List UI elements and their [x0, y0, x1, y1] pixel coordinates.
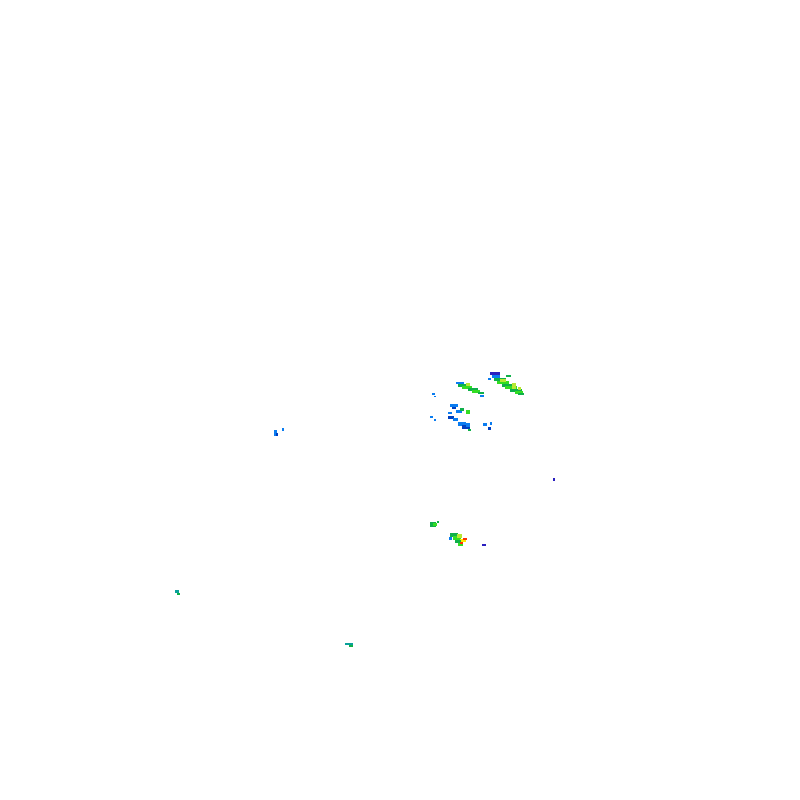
echo-cell-west-small — [274, 428, 284, 436]
echo-speck-light — [432, 393, 435, 395]
echo-speck-light — [466, 423, 470, 427]
echo-point-east — [553, 478, 555, 481]
echo-speck-light — [434, 396, 436, 397]
echo-speck-moderateBright — [458, 543, 463, 546]
echo-speck-moderate — [506, 375, 511, 377]
echo-speck-heavy — [512, 383, 516, 389]
echo-speck-moderateBright — [497, 381, 509, 384]
echo-speck-light — [480, 395, 484, 397]
echo-speck-lightDark — [276, 433, 278, 436]
echo-speck-light — [434, 419, 436, 421]
echo-speck-lightDark — [488, 427, 491, 430]
echo-cluster-northeast-band — [456, 382, 484, 397]
echo-speck-severe — [460, 542, 463, 544]
echo-speck-trace — [345, 643, 353, 645]
echo-speck-light — [492, 375, 500, 378]
echo-speck-moderateBright — [462, 386, 472, 389]
echo-speck-light — [453, 418, 458, 421]
echo-speck-extreme — [482, 544, 486, 546]
echo-speck-moderateBright — [466, 410, 470, 414]
echo-speck-light — [458, 422, 466, 426]
echo-speck-heavy — [518, 387, 521, 390]
echo-speck-light — [488, 378, 491, 380]
echo-speck-moderate — [455, 540, 461, 543]
echo-speck-heavy — [457, 534, 462, 538]
echo-speck-moderate — [468, 388, 478, 391]
echo-speck-extreme — [490, 372, 500, 375]
echo-speck-intense — [460, 539, 466, 542]
echo-fleck-southwest — [175, 590, 180, 595]
echo-speck-light — [456, 382, 464, 384]
echo-speck-moderate — [510, 389, 522, 392]
echo-speck-moderate — [450, 533, 458, 537]
echo-speck-heavy — [500, 379, 506, 382]
echo-speck-light — [450, 404, 458, 407]
echo-speck-light — [448, 412, 452, 414]
echo-speck-severe — [463, 538, 467, 540]
echo-speck-moderate — [460, 408, 464, 411]
echo-speck-moderate — [349, 645, 353, 647]
echo-speck-moderate — [437, 521, 439, 523]
echo-speck-moderate — [177, 593, 180, 595]
echo-speck-heavy — [466, 383, 470, 386]
echo-speck-light — [456, 410, 462, 413]
echo-speck-light — [490, 422, 492, 425]
echo-cluster-mid-scatter — [430, 393, 492, 431]
echo-speck-moderate — [518, 393, 524, 395]
echo-speck-light — [430, 416, 433, 418]
echo-speck-light — [483, 423, 487, 426]
echo-speck-extreme — [553, 478, 555, 481]
echo-cluster-northeast-main — [488, 372, 524, 395]
echo-speck-light — [449, 537, 452, 540]
echo-speck-lightDark — [452, 407, 456, 409]
echo-speck-trace — [175, 590, 179, 593]
echo-speck-moderate — [478, 392, 484, 394]
echo-speck-moderateBright — [472, 390, 480, 393]
echo-speck-moderateBright — [505, 386, 517, 389]
echo-speck-moderate — [458, 384, 470, 387]
echo-speck-light — [274, 430, 277, 436]
echo-speck-moderateBright — [433, 523, 437, 526]
echo-fleck-south — [345, 643, 353, 647]
echo-speck-moderateBright — [515, 391, 523, 394]
echo-cluster-south-core — [430, 521, 486, 546]
echo-speck-moderate — [468, 429, 471, 431]
echo-speck-moderate — [502, 384, 516, 387]
echo-speck-light — [282, 428, 284, 431]
echo-speck-lightDark — [448, 416, 454, 419]
